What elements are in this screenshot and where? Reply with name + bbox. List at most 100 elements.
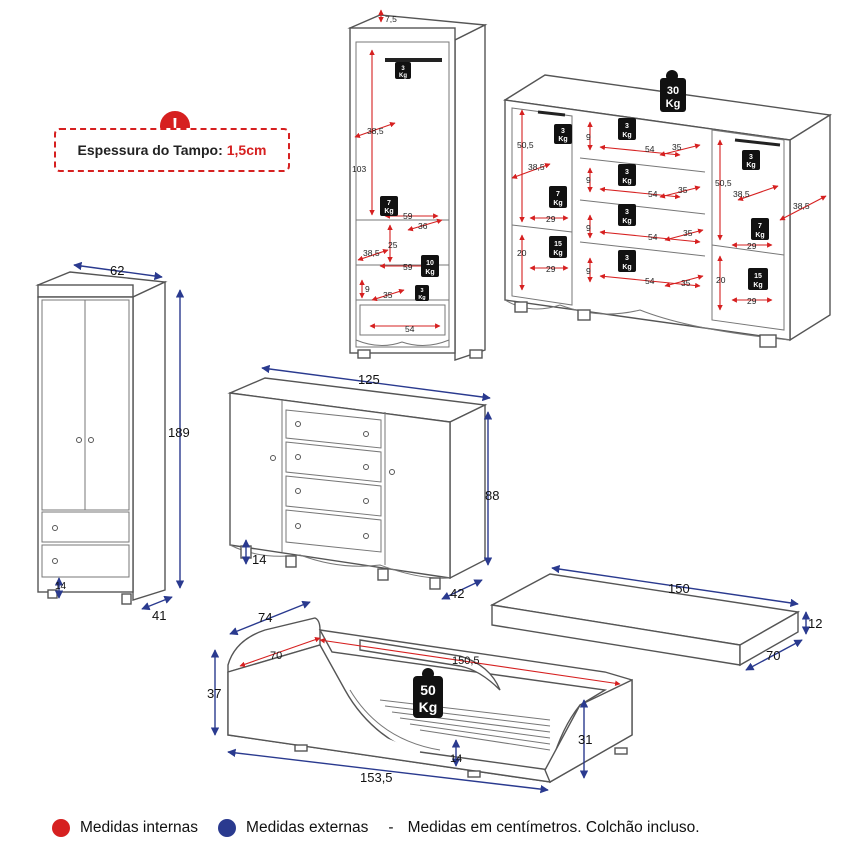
tabletop-thickness-warning: Espessura do Tampo: 1,5cm (54, 128, 290, 172)
di-shelf-width-right: 29 (747, 241, 757, 251)
svg-text:3: 3 (625, 123, 629, 130)
dresser-interior-illustration (502, 74, 833, 348)
di-drawer4-load-badge: 3 Kg (618, 250, 636, 272)
di-shelf-width-left: 29 (546, 214, 556, 224)
di-shelf-load-left-badge: 7 Kg (549, 186, 567, 208)
svg-text:Kg: Kg (622, 264, 631, 271)
wi-mid-load-badge: 10 Kg (421, 255, 439, 277)
wardrobe-dimensions: 62 189 41 14 (54, 261, 190, 623)
di-drawer-depth: 35 (672, 142, 682, 152)
di-depth-left: 38,5 (528, 162, 545, 172)
svg-text:Kg: Kg (622, 178, 631, 185)
di-drawer2-load-badge: 3 Kg (618, 164, 636, 186)
svg-text:Kg: Kg (753, 282, 762, 289)
bed-side-height-label: 31 (578, 732, 592, 747)
di-lower-load-right-badge: 15 Kg (748, 268, 768, 290)
legend-note: Medidas em centímetros. Colchão incluso. (407, 819, 700, 836)
legend-external-label: Medidas externas (246, 819, 369, 836)
legend-separator: - (388, 819, 394, 836)
external-dot-icon (218, 819, 237, 837)
wardrobe-interior-illustration (347, 14, 488, 361)
warning-value: 1,5cm (226, 142, 267, 158)
mattress-dimensions: 150 12 70 (551, 564, 822, 671)
svg-text:Kg: Kg (419, 699, 438, 715)
svg-text:3: 3 (401, 66, 405, 72)
svg-text:7: 7 (387, 200, 391, 207)
di-lower-height-right: 20 (716, 275, 726, 285)
di-shelf-width-left-2: 29 (546, 264, 556, 274)
svg-text:3: 3 (625, 255, 629, 262)
wi-shelf-load-badge: 7 Kg (380, 196, 398, 216)
legend-external: Medidas externas (218, 819, 368, 837)
svg-text:3: 3 (420, 288, 423, 294)
bed-outer-width-label: 74 (258, 610, 272, 625)
legend: Medidas internas Medidas externas - Medi… (52, 815, 700, 841)
svg-text:Kg: Kg (755, 232, 764, 239)
wi-shelf-depth: 36 (418, 221, 428, 231)
wi-mid-height: 25 (388, 240, 398, 250)
di-drawer1-load-badge: 3 Kg (618, 118, 636, 140)
svg-text:7: 7 (556, 191, 560, 198)
di-drawer3-height: 9 (586, 223, 591, 233)
di-drawer4-width: 54 (645, 276, 655, 286)
svg-text:Kg: Kg (384, 208, 393, 215)
svg-text:3: 3 (561, 128, 565, 135)
di-drawer2-depth: 35 (678, 185, 688, 195)
warning-label: Espessura do Tampo: (77, 142, 223, 158)
bed-load-badge: 50 Kg (413, 668, 443, 718)
di-side-depth: 38,5 (793, 201, 810, 211)
di-top-load-badge: 30 Kg (660, 70, 686, 112)
bed-inner-length-label: 150,5 (452, 655, 480, 667)
wardrobe-illustration (35, 271, 168, 605)
internal-dot-icon (52, 819, 70, 837)
wi-drawer-depth: 35 (383, 290, 393, 300)
svg-text:30: 30 (667, 85, 679, 97)
di-height-right: 50,5 (715, 178, 732, 188)
wardrobe-height-label: 189 (168, 425, 190, 440)
wardrobe-foot-label: 14 (55, 581, 67, 592)
bed-inner-width-label: 70 (270, 650, 282, 662)
di-height-left: 50,5 (517, 140, 534, 150)
di-drawer-height: 9 (586, 132, 591, 142)
bed-height-label: 37 (207, 686, 221, 701)
svg-text:3: 3 (625, 169, 629, 176)
mattress-illustration (489, 573, 801, 667)
wi-height-upper: 103 (352, 164, 366, 174)
wi-depth-upper: 38,5 (367, 126, 384, 136)
mattress-length-label: 150 (668, 581, 690, 596)
di-drawer4-height: 9 (586, 266, 591, 276)
di-lower-height-left: 20 (517, 248, 527, 258)
di-drawer3-depth: 35 (683, 228, 693, 238)
dresser-foot-label: 14 (252, 552, 266, 567)
svg-text:Kg: Kg (553, 200, 562, 207)
di-drawer3-load-badge: 3 Kg (618, 204, 636, 226)
svg-text:3: 3 (625, 209, 629, 216)
di-drawer2-height: 9 (586, 175, 591, 185)
dresser-dimensions: 125 88 42 14 (241, 364, 499, 601)
di-drawer4-depth: 35 (681, 278, 691, 288)
svg-text:50: 50 (420, 682, 436, 698)
di-rod-load-left-badge: 3 Kg (554, 124, 572, 144)
svg-text:Kg: Kg (558, 136, 567, 143)
wardrobe-width-label: 62 (110, 263, 124, 278)
svg-text:Kg: Kg (666, 98, 681, 110)
wi-shelf-width: 59 (403, 211, 413, 221)
dresser-height-label: 88 (485, 488, 499, 503)
legend-internal-label: Medidas internas (80, 819, 199, 836)
dresser-illustration (227, 377, 488, 590)
wardrobe-depth-label: 41 (152, 608, 166, 623)
di-lower-load-left-badge: 15 Kg (549, 236, 567, 258)
wi-drawer-width: 54 (405, 324, 415, 334)
svg-text:10: 10 (426, 260, 434, 267)
wi-rod-load-badge: 3 Kg (395, 62, 411, 79)
svg-text:Kg: Kg (622, 132, 631, 139)
bed-clearance-label: 14 (450, 753, 462, 765)
di-rod-load-right-badge: 3 Kg (742, 150, 760, 170)
mattress-width-label: 70 (766, 648, 780, 663)
svg-text:15: 15 (554, 241, 562, 248)
svg-text:Kg: Kg (553, 250, 562, 257)
di-drawer2-width: 54 (648, 189, 658, 199)
dresser-width-label: 125 (358, 372, 380, 387)
wi-top: 7,5 (385, 14, 397, 24)
